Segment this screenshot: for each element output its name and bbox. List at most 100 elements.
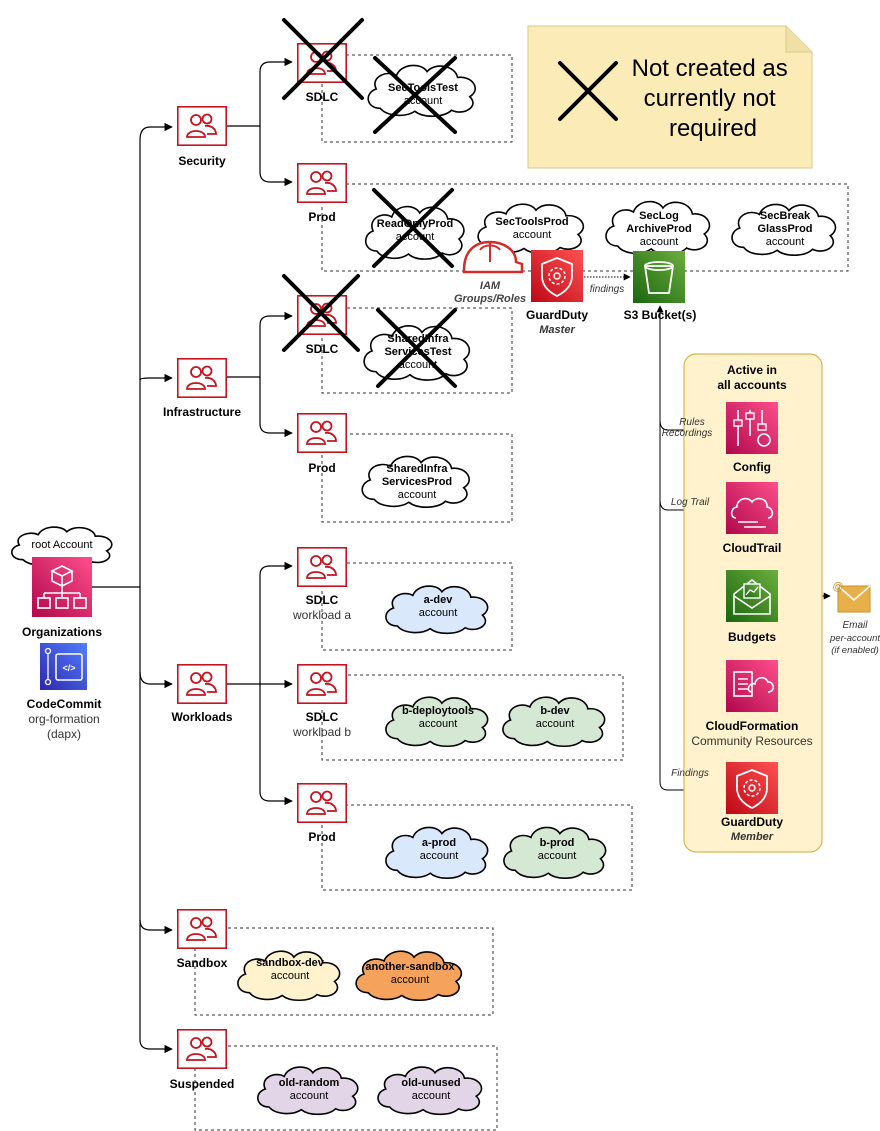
account-old-random: old-random account (257, 1066, 359, 1116)
not-created-marks (282, 18, 457, 388)
svg-text:@: @ (832, 581, 843, 593)
email-icon: @ (832, 581, 871, 613)
email-sub-2: (if enabled) (831, 645, 879, 656)
account-b-dev: b-dev account (502, 696, 606, 748)
cloudformation-sub: Community Resources (691, 734, 812, 748)
account-another-sandbox-name: another-sandbox (365, 961, 455, 973)
account-a-prod-type: account (420, 850, 459, 862)
organizations-label: Organizations (22, 625, 102, 639)
s3-bucket-label: S3 Bucket(s) (624, 308, 697, 322)
ou-workloads-icon (177, 663, 227, 705)
findings-member-label: Findings (671, 768, 709, 779)
account-sharedinfraservicestest-type: account (399, 359, 438, 371)
guardduty-member-sub: Member (731, 831, 774, 843)
account-sharedinfraservicesprod: SharedInfra ServicesProd account (361, 455, 471, 509)
active-all-accounts-panel: Active in all accounts Config CloudTrail (683, 353, 823, 853)
account-seclogarchiveprod-name-1: SecLog (639, 210, 679, 222)
sub-ou-workload-b-sdlc-icon (297, 663, 347, 705)
account-old-unused: old-unused account (377, 1066, 483, 1116)
account-group-boxes (194, 54, 849, 1131)
budgets-icon (726, 570, 778, 622)
s3-bucket-icon (633, 251, 685, 303)
sub-ou-workload-a-sdlc-sub: workload a (292, 608, 351, 622)
account-seclogarchiveprod: SecLog ArchiveProd account (605, 200, 711, 255)
x-mark-infra-sdlc (282, 274, 360, 352)
account-a-prod: a-prod account (385, 826, 489, 879)
svg-text:</>: </> (62, 663, 75, 673)
account-sectoolsprod: SecToolsProd account (477, 203, 585, 255)
account-secbreakglassprod: SecBreak GlassProd account (731, 203, 837, 256)
account-old-unused-type: account (412, 1090, 451, 1102)
account-sharedinfraservicesprod-name-1: SharedInfra (386, 463, 448, 475)
account-b-deploytools-name: b-deploytools (402, 705, 474, 717)
account-b-prod: b-prod account (503, 826, 607, 879)
legend-text-line-1: Not created as (632, 55, 788, 82)
recordings-label: Recordings (662, 428, 713, 439)
ou-workloads: Workloads (171, 663, 233, 724)
sub-ou-infra-prod-icon (297, 412, 347, 454)
config-label: Config (733, 460, 771, 474)
guardduty-master-icon (531, 250, 583, 302)
sub-ou-infra-sdlc: SDLC (297, 294, 347, 356)
guardduty-member-label: GuardDuty (721, 815, 783, 829)
account-sharedinfraservicesprod-type: account (398, 489, 437, 501)
account-old-random-name: old-random (279, 1077, 340, 1089)
legend-x-icon (558, 61, 618, 121)
ou-infrastructure: Infrastructure (163, 357, 241, 419)
ou-sandbox: Sandbox (177, 908, 228, 970)
sub-ou-workload-b-sdlc: SDLC workload b (292, 663, 351, 739)
cloudtrail-label: CloudTrail (723, 541, 782, 555)
guardduty-master-label: GuardDuty (526, 308, 588, 322)
account-sandbox-dev: sandbox-dev account (237, 950, 341, 1002)
findings-label: findings (590, 284, 624, 295)
account-b-deploytools-type: account (419, 718, 458, 730)
account-another-sandbox: another-sandbox account (355, 950, 463, 1002)
sub-ou-workloads-prod-icon (297, 782, 347, 824)
guardduty-master-sub: Master (539, 324, 575, 336)
sub-ou-workload-a-sdlc-icon (297, 546, 347, 588)
account-another-sandbox-type: account (391, 974, 430, 986)
account-old-unused-name: old-unused (401, 1077, 460, 1089)
root-account-label: root Account (31, 539, 92, 551)
active-panel-title-2: all accounts (717, 378, 787, 392)
account-seclogarchiveprod-name-2: ArchiveProd (626, 223, 691, 235)
sub-ou-security-sdlc-label: SDLC (306, 90, 339, 104)
iam-helmet-icon (462, 240, 524, 274)
account-a-prod-name: a-prod (422, 837, 456, 849)
legend-text-line-3: required (669, 115, 757, 142)
legend-text-line-2: currently not (644, 85, 776, 112)
account-seclogarchiveprod-type: account (640, 236, 679, 248)
account-sharedinfraservicestest-name-1: SharedInfra (387, 333, 449, 345)
account-b-dev-name: b-dev (540, 705, 570, 717)
active-panel-title-1: Active in (727, 363, 777, 377)
sub-ou-workloads-prod: Prod (297, 782, 347, 844)
account-b-deploytools: b-deploytools account (385, 696, 489, 748)
ou-infrastructure-label: Infrastructure (163, 405, 241, 419)
cloudformation-label: CloudFormation (706, 719, 799, 733)
ou-security: Security (177, 105, 227, 168)
legend-note: Not created as currently not required (527, 25, 813, 169)
cloudtrail-icon (726, 482, 778, 534)
tree-connectors (92, 57, 293, 1054)
account-sandbox-dev-type: account (271, 970, 310, 982)
sub-ou-security-prod-label: Prod (308, 210, 335, 224)
root-account-cloud: root Account (11, 526, 113, 567)
sub-ou-infra-prod: Prod (297, 412, 347, 475)
account-b-dev-type: account (536, 718, 575, 730)
rules-label: Rules (679, 417, 705, 428)
codecommit-sub-2: (dapx) (47, 727, 81, 741)
account-secbreakglassprod-type: account (766, 236, 805, 248)
ou-suspended-label: Suspended (170, 1077, 235, 1091)
account-readonlyprod: ReadOnlyProd account (364, 205, 465, 260)
ou-suspended: Suspended (170, 1028, 235, 1091)
email-label: Email (842, 620, 868, 631)
cloudformation-icon (726, 660, 778, 712)
x-mark-sectoolstest (373, 56, 457, 134)
guardduty-member-icon (726, 762, 778, 814)
account-sectoolsprod-name: SecToolsProd (495, 216, 568, 228)
account-a-dev-name: a-dev (424, 594, 454, 606)
log-trail-label: Log Trail (671, 497, 710, 508)
sub-ou-workload-b-sdlc-sub: workload b (292, 725, 351, 739)
account-b-prod-name: b-prod (540, 837, 575, 849)
